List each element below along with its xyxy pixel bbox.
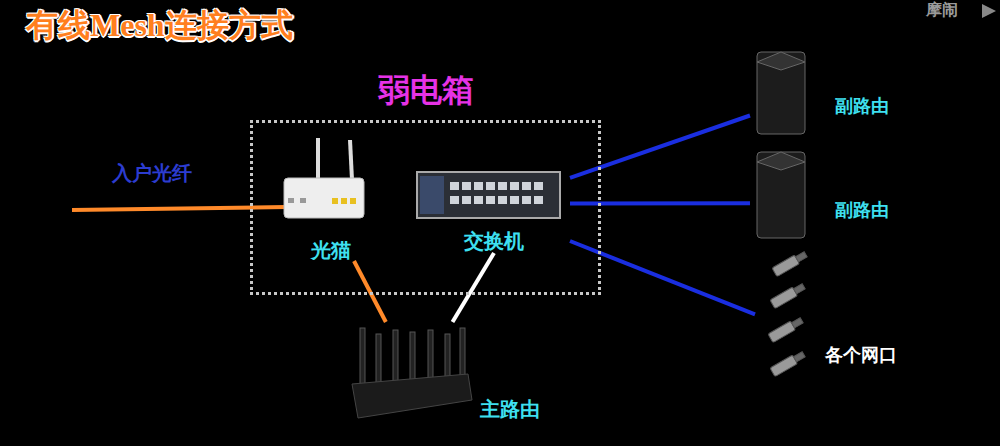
fiber-line <box>72 207 286 210</box>
satellite-router-node: 副路由 <box>750 48 910 138</box>
cable-plugs <box>768 250 808 377</box>
node-label: 副路由 <box>835 198 889 222</box>
fiber-label: 入户光纤 <box>112 160 192 187</box>
node-label: 各个网口 <box>825 343 897 367</box>
diagram-title: 有线Mesh连接方式 <box>26 4 293 48</box>
cable-line <box>570 201 750 205</box>
cable-connector <box>354 261 386 322</box>
main-router-node: 主路由 <box>345 322 560 422</box>
cable-connector <box>570 203 750 204</box>
cable-connector <box>570 241 755 314</box>
modem-icon <box>284 138 364 218</box>
node-label: 弱电箱 <box>253 69 598 113</box>
play-icon <box>982 4 996 18</box>
switch-node: 交换机 <box>418 173 570 253</box>
cable-connector <box>453 253 495 322</box>
satellite-router-icon <box>757 152 805 238</box>
cable-line <box>570 116 750 178</box>
cable-line <box>354 261 386 322</box>
modem-node: 光猫 <box>285 139 377 261</box>
cable-line <box>570 241 755 314</box>
watermark: 摩闹 <box>926 0 958 21</box>
cable-line <box>453 253 495 322</box>
satellite-router-icon <box>757 52 805 134</box>
node-label: 光猫 <box>285 237 377 264</box>
node-label: 交换机 <box>418 228 570 255</box>
weak-current-box: 弱电箱光猫交换机 <box>250 120 601 295</box>
ports-node: 各个网口 <box>755 255 925 387</box>
cable-connector <box>570 116 750 178</box>
switch-icon <box>417 172 560 218</box>
satellite-router-node: 副路由 <box>750 148 910 240</box>
node-label: 副路由 <box>835 94 889 118</box>
node-label: 主路由 <box>480 396 540 423</box>
main-router-icon <box>352 328 472 418</box>
